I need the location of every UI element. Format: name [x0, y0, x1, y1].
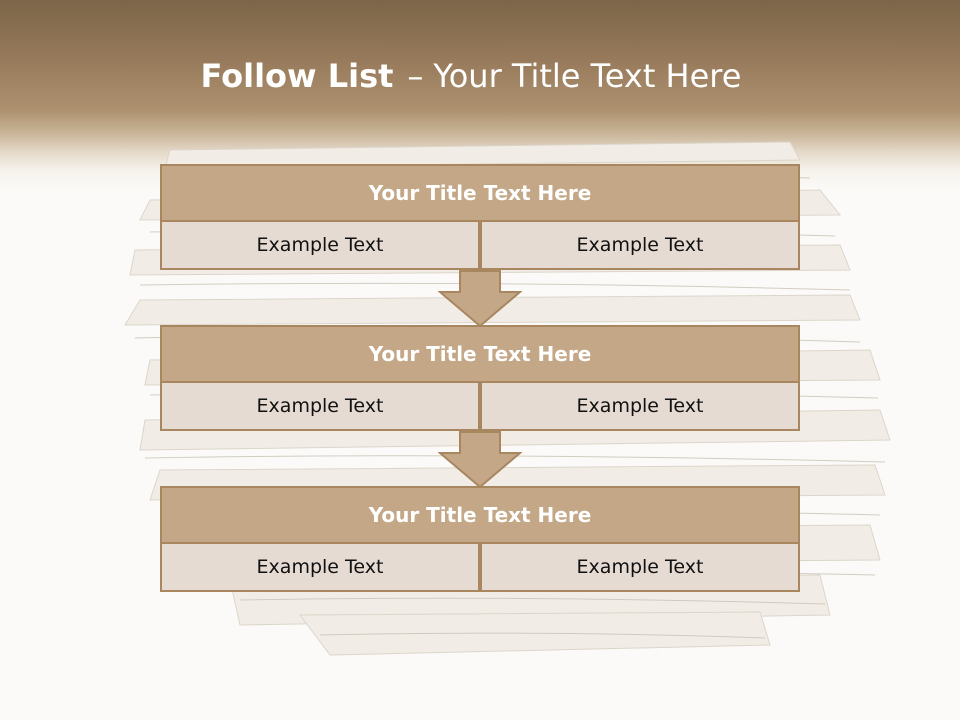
block-cell-left[interactable]: Example Text: [160, 220, 480, 270]
list-block-2: Your Title Text Here Example Text Exampl…: [160, 325, 800, 431]
slide-title-rest: Your Title Text Here: [433, 57, 742, 95]
slide-title: Follow List–Your Title Text Here: [0, 54, 942, 98]
block-cell-right[interactable]: Example Text: [480, 381, 800, 431]
list-block-3: Your Title Text Here Example Text Exampl…: [160, 486, 800, 592]
block-title[interactable]: Your Title Text Here: [160, 164, 800, 222]
block-cell-right[interactable]: Example Text: [480, 542, 800, 592]
block-title[interactable]: Your Title Text Here: [160, 325, 800, 383]
block-cell-left[interactable]: Example Text: [160, 542, 480, 592]
down-arrow-icon: [438, 270, 522, 328]
block-cell-right[interactable]: Example Text: [480, 220, 800, 270]
slide-title-bold: Follow List: [200, 57, 394, 95]
block-cell-left[interactable]: Example Text: [160, 381, 480, 431]
block-title[interactable]: Your Title Text Here: [160, 486, 800, 544]
slide-title-dash: –: [407, 57, 424, 95]
list-block-1: Your Title Text Here Example Text Exampl…: [160, 164, 800, 270]
down-arrow-icon: [438, 431, 522, 489]
